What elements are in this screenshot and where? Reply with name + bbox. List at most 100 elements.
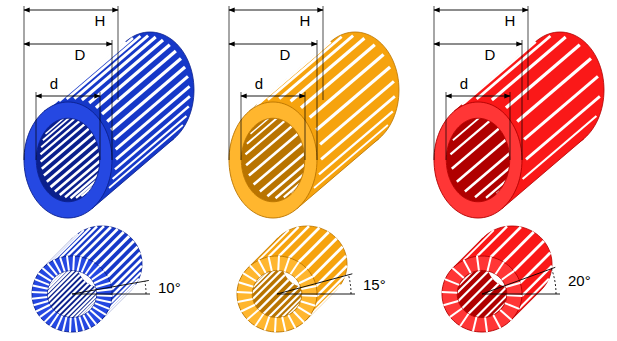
bore — [241, 48, 386, 202]
extension-line — [434, 6, 435, 160]
extension-line — [446, 92, 447, 160]
extension-line — [323, 6, 324, 100]
face-slot — [32, 297, 47, 299]
face-slot — [78, 257, 81, 271]
bore — [47, 240, 127, 317]
face-slot — [294, 311, 304, 322]
dimension-line — [241, 96, 305, 97]
slot — [59, 38, 133, 101]
face-slot — [96, 299, 111, 302]
cylinder-end-view — [237, 226, 347, 332]
face-slot — [443, 301, 458, 305]
face-slot — [33, 301, 48, 305]
inner-slot — [255, 275, 285, 305]
slot — [313, 247, 343, 277]
angle-annotation — [72, 280, 150, 294]
inner-slot — [457, 263, 487, 293]
bore — [457, 240, 537, 317]
dimension-label: d — [458, 76, 470, 91]
face-slot — [32, 291, 48, 294]
inner-slot — [40, 91, 114, 154]
face-slot — [250, 266, 260, 277]
angle-arc — [552, 269, 556, 294]
face-slot — [500, 310, 511, 320]
dimension-label: H — [503, 13, 518, 28]
face-slot — [290, 262, 298, 274]
inner-slot — [497, 131, 571, 194]
face-slot — [63, 317, 66, 331]
inner-slot — [475, 134, 549, 197]
inner-slot — [260, 129, 334, 192]
face-slot — [285, 257, 290, 271]
slot — [319, 111, 393, 174]
face-slot — [238, 299, 253, 302]
face-slot — [299, 276, 313, 283]
inner-slot — [245, 91, 319, 154]
inner-slot — [292, 131, 366, 194]
dimension-lines — [434, 6, 528, 160]
face-slot — [35, 279, 49, 285]
dimension-line — [434, 10, 528, 11]
angle-leg — [72, 294, 150, 295]
face-slot — [493, 315, 500, 328]
face-slot — [298, 307, 311, 315]
inner-slot — [486, 135, 560, 198]
face-slot — [301, 301, 316, 306]
face-slot — [301, 286, 316, 289]
extension-line — [118, 6, 119, 100]
slot — [114, 76, 188, 139]
cylinder-silhouette — [454, 41, 536, 111]
bore — [252, 240, 332, 317]
face-slot — [69, 318, 72, 333]
face-slot — [255, 314, 263, 326]
extension-line — [100, 92, 101, 160]
slot — [514, 241, 544, 271]
extension-line — [528, 6, 529, 100]
slot — [74, 226, 104, 256]
slot — [477, 226, 507, 256]
slot — [477, 36, 551, 99]
face-slot — [445, 279, 459, 285]
bore-edge — [446, 118, 509, 202]
face-slot — [477, 256, 479, 271]
bore-edge — [36, 118, 99, 202]
through-hole — [77, 240, 127, 287]
extension-line — [24, 6, 25, 160]
angle-leg — [482, 294, 560, 295]
face-slot — [282, 317, 285, 331]
slot — [491, 227, 521, 257]
inner-slot — [452, 106, 526, 169]
face-slot — [485, 317, 487, 332]
dimension-label: d — [253, 76, 265, 91]
slot — [307, 239, 337, 269]
slot — [74, 36, 148, 99]
extension-line — [317, 40, 318, 160]
face-slot — [241, 305, 255, 312]
angle-leg — [277, 274, 352, 294]
dimension-line — [24, 44, 112, 45]
dimension-line — [446, 96, 510, 97]
dimension-lines — [229, 6, 323, 160]
dimension-lines — [24, 6, 118, 160]
face-slot — [274, 318, 277, 333]
dimension-line — [36, 96, 100, 97]
angle-label: 20° — [566, 273, 593, 288]
face-slot — [505, 303, 519, 309]
face-slot — [277, 256, 280, 271]
inner-slot — [284, 134, 358, 197]
angle-label: 10° — [156, 280, 183, 295]
face-slot — [259, 260, 266, 273]
inner-slot — [298, 124, 372, 187]
angle-arc — [145, 281, 146, 294]
face-slot — [243, 273, 256, 281]
face-slot — [442, 291, 458, 294]
face-slot — [473, 317, 476, 331]
inner-slot — [91, 127, 165, 190]
extension-line — [241, 92, 242, 160]
face-slot — [295, 268, 307, 278]
dimension-line — [24, 10, 118, 11]
face-slot — [265, 316, 270, 330]
slot — [310, 55, 384, 118]
